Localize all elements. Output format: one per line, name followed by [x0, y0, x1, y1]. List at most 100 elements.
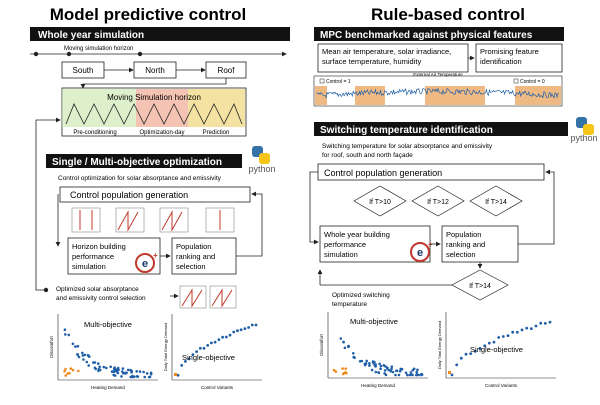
variant-point — [254, 323, 258, 327]
scatter-point — [132, 375, 136, 379]
multi-label-right: Multi-objective — [350, 317, 398, 326]
scatter-point — [96, 362, 100, 365]
multi-xlabel-left: Heating Demand — [91, 385, 125, 390]
population-label-right: Control population generation — [324, 168, 442, 178]
variant-point — [224, 335, 228, 339]
horizon-sim-line2: performance — [72, 252, 114, 261]
scatter-point — [372, 361, 375, 365]
horizon-sim-line3: simulation — [72, 262, 106, 271]
legend-control-1: Control = 1 — [326, 79, 351, 85]
scatter-point — [378, 362, 381, 366]
svg-text:+: + — [428, 240, 433, 249]
horizon-end-dot — [137, 51, 143, 57]
outer-loop-arrow — [35, 117, 61, 291]
horizon-inner-title: Moving Simulation horizon — [107, 93, 201, 102]
variant-point — [515, 330, 519, 334]
horizon-sim-line1: Horizon building — [72, 242, 126, 251]
ranking-right-line3: selection — [446, 250, 476, 259]
control-band — [425, 86, 485, 105]
scatter-point — [358, 360, 362, 363]
scatter-point — [142, 370, 145, 374]
final-diamond-label: If T>14 — [469, 283, 491, 290]
variant-point — [236, 329, 239, 333]
single-label-right: Single-objective — [470, 345, 523, 354]
external-air-temperature-chart — [313, 75, 563, 107]
multi-ylabel-right: Discomfort — [319, 334, 324, 356]
scatter-point — [383, 372, 386, 375]
legend-swatch-0 — [513, 78, 519, 84]
promising-box — [475, 43, 563, 73]
scatter-point — [135, 375, 139, 378]
temp-chart-title: External Air Temperature — [413, 72, 463, 77]
variant-point — [247, 326, 251, 329]
ranking-left-line1: Population — [176, 242, 211, 251]
scatter-point — [113, 369, 116, 373]
mpc-header: MPC benchmarked against physical feature… — [320, 30, 533, 41]
phase-optimization: Optimization-day — [139, 130, 184, 136]
variant-point — [206, 344, 210, 347]
scatter-point — [386, 367, 389, 370]
ranking-right-line2: ranking and — [446, 240, 485, 249]
scatter-point — [394, 373, 397, 377]
optimized-line1: Optimized solar absorptance — [56, 286, 139, 293]
horizon-waveform — [65, 103, 243, 125]
svg-text:e: e — [417, 247, 423, 259]
scatter-point — [368, 362, 371, 365]
scatter-point — [113, 366, 116, 369]
single-ylabel-right: Daily Total Energy Demand — [437, 321, 442, 369]
ranking-left-line3: selection — [176, 262, 206, 271]
control-band — [355, 86, 385, 105]
mpc-header-bar — [314, 27, 564, 41]
promising-line2: identification — [480, 57, 522, 66]
variant-point — [213, 340, 217, 344]
variant-point — [529, 327, 533, 330]
scatter-point — [113, 374, 117, 377]
variant-point — [543, 322, 547, 325]
variant-point — [450, 373, 454, 377]
scatter-point — [98, 365, 101, 369]
scatter-point — [368, 364, 371, 367]
scatter-point — [121, 367, 125, 370]
control-variants-left — [71, 207, 235, 233]
single-objective-chart-left — [171, 314, 262, 381]
pareto-point — [71, 368, 75, 372]
scatter-point — [390, 367, 393, 371]
preconditioning-zone — [62, 89, 136, 127]
variant-point — [497, 336, 501, 339]
population-box-left — [59, 186, 251, 203]
multi-objective-chart-right — [327, 312, 428, 379]
scatter-point — [391, 370, 395, 374]
scatter-point — [145, 372, 149, 375]
variant-point — [184, 360, 187, 363]
scatter-point — [130, 371, 133, 374]
horizon-start-dot — [66, 51, 72, 57]
variant-point — [539, 321, 543, 325]
scatter-point — [409, 371, 413, 374]
energyplus-logo-left: e + — [135, 251, 158, 273]
whole-year-line2: performance — [324, 240, 366, 249]
python-logo-left: python — [248, 146, 276, 174]
scatter-point — [83, 353, 87, 357]
variant-point — [202, 346, 206, 350]
scatter-point — [415, 373, 418, 377]
variant-point — [483, 344, 487, 348]
variant-point — [506, 334, 510, 337]
scatter-point — [109, 365, 112, 369]
scatter-point — [400, 367, 404, 371]
multi-objective-chart-left — [57, 314, 158, 381]
variant-point — [176, 373, 180, 377]
variant-point — [217, 338, 221, 341]
variant-point — [195, 350, 199, 353]
scatter-point — [81, 351, 84, 355]
variant-point — [455, 363, 459, 367]
switching-subtitle-line2: for roof, south and north façade — [322, 152, 413, 159]
scatter-point — [373, 363, 377, 367]
variant-point — [191, 353, 195, 357]
single-label-left: Single-objective — [182, 353, 235, 362]
pareto-point — [334, 370, 338, 373]
scatter-point — [76, 344, 80, 348]
optimized-switch-line1: Optimized switching — [332, 292, 390, 299]
scatter-point — [389, 369, 393, 373]
scatter-point — [404, 371, 408, 375]
timeline-start-dot — [33, 51, 39, 57]
